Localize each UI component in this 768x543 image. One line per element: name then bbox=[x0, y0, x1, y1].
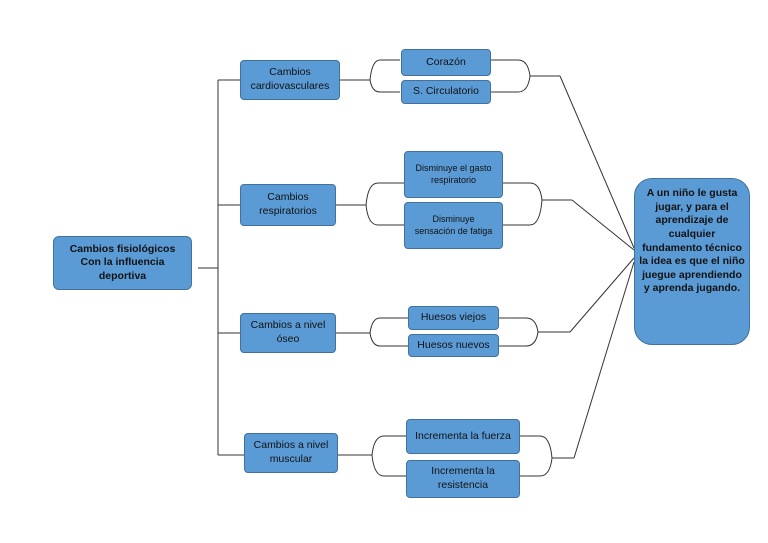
child-huesos-nuevos: Huesos nuevos bbox=[408, 334, 499, 357]
root-node: Cambios fisiológicos Con la influencia d… bbox=[53, 236, 192, 290]
child3-bracket bbox=[499, 317, 570, 347]
child1-bracket bbox=[491, 59, 560, 93]
child-fatiga: Disminuye sensación de fatiga bbox=[404, 202, 503, 249]
converge-lines bbox=[559, 75, 635, 459]
child4-bracket bbox=[520, 435, 574, 477]
category-respiratory: Cambios respiratorios bbox=[240, 184, 336, 226]
child-gasto-respiratorio: Disminuye el gasto respiratorio bbox=[404, 151, 503, 198]
child-resistencia: Incrementa la resistencia bbox=[406, 460, 520, 498]
child-corazon: Corazón bbox=[401, 49, 491, 76]
cat2-bracket bbox=[336, 182, 404, 226]
cat3-bracket bbox=[336, 317, 408, 347]
conclusion-node: A un niño le gusta jugar, y para el apre… bbox=[634, 178, 750, 345]
category-cardiovascular: Cambios cardiovasculares bbox=[240, 60, 340, 100]
child2-bracket bbox=[503, 182, 572, 226]
child-circulatorio: S. Circulatorio bbox=[401, 80, 491, 104]
cat4-bracket bbox=[338, 435, 406, 477]
category-bone: Cambios a nivel óseo bbox=[240, 313, 336, 353]
child-fuerza: Incrementa la fuerza bbox=[406, 419, 520, 454]
category-muscular: Cambios a nivel muscular bbox=[244, 433, 338, 473]
child-huesos-viejos: Huesos viejos bbox=[408, 306, 499, 330]
root-bracket bbox=[198, 79, 244, 456]
cat1-bracket bbox=[340, 59, 400, 93]
